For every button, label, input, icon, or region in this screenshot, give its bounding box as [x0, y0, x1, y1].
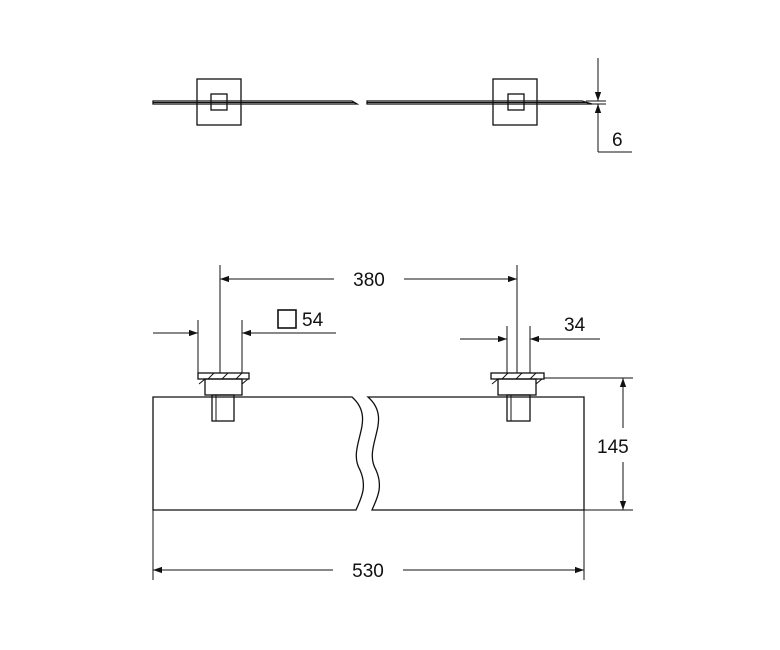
- wall-mount-right: [492, 78, 538, 126]
- shelf-glass-right: [366, 100, 593, 105]
- depth-label: 145: [597, 437, 629, 458]
- square-outline-icon: [277, 309, 297, 329]
- mount-square-dimension: 54: [153, 309, 336, 373]
- bracket-width-dimension: 34: [460, 315, 600, 373]
- thickness-dimension: 6: [586, 58, 632, 153]
- total-length-label: 530: [352, 561, 384, 582]
- thickness-label: 6: [612, 130, 623, 151]
- mount-square-label: 54: [302, 310, 324, 331]
- bracket-right: [490, 372, 545, 422]
- front-view: 6: [152, 58, 632, 153]
- mount-spacing-label: 380: [353, 270, 385, 291]
- bracket-left: [197, 372, 250, 422]
- total-length-dimension: 530: [152, 510, 585, 582]
- wall-mount-left: [196, 78, 242, 126]
- shelf-top-right: [366, 396, 585, 511]
- depth-dimension: 145: [544, 377, 633, 511]
- bracket-width-label: 34: [564, 315, 586, 336]
- shelf-top-left: [152, 396, 364, 511]
- shelf-glass-left: [152, 100, 360, 105]
- top-view: 380 54 34 145: [152, 265, 633, 582]
- mount-spacing-dimension: 380: [219, 265, 518, 373]
